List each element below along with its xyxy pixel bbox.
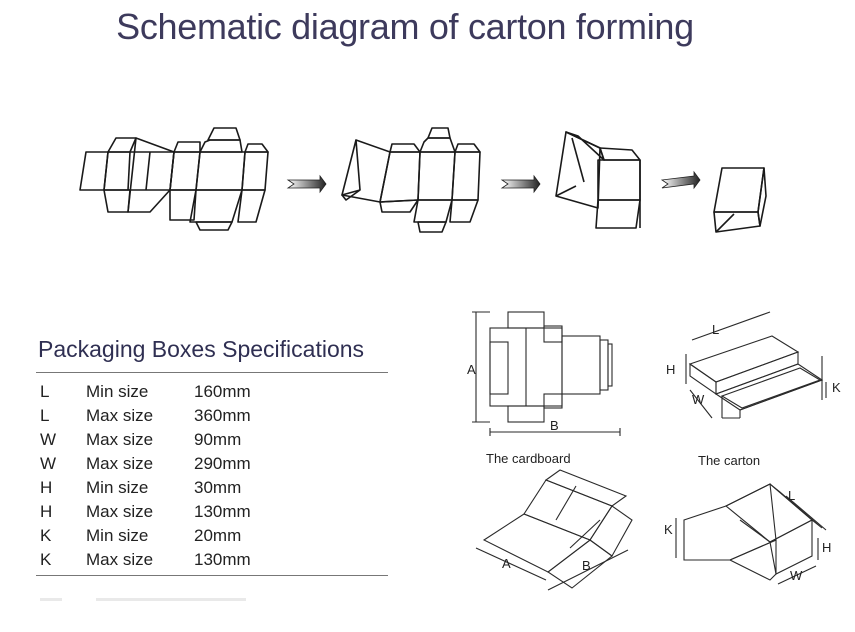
carton-perspective-diagram bbox=[675, 483, 827, 585]
page-title: Schematic diagram of carton forming bbox=[116, 6, 694, 47]
faded-reflection bbox=[40, 598, 246, 601]
spec-row: W Max size 90mm bbox=[40, 428, 251, 452]
specs-divider-bottom bbox=[36, 575, 388, 576]
dim-label-W: W bbox=[692, 392, 705, 407]
spec-kind: Max size bbox=[86, 454, 154, 473]
spec-row: K Min size 20mm bbox=[40, 524, 251, 548]
dim-label-K-lower: K bbox=[664, 522, 673, 537]
spec-value: 290mm bbox=[194, 454, 251, 473]
dim-label-H-lower: H bbox=[822, 540, 832, 555]
spec-value: 90mm bbox=[194, 430, 242, 449]
spec-row: W Max size 290mm bbox=[40, 452, 251, 476]
forming-step-1-blank bbox=[79, 127, 269, 231]
spec-dim: H bbox=[40, 478, 53, 497]
spec-dim: K bbox=[40, 526, 52, 545]
dim-label-L-lower: L bbox=[788, 488, 796, 503]
spec-kind: Max size bbox=[86, 502, 154, 521]
spec-row: K Max size 130mm bbox=[40, 548, 251, 572]
spec-kind: Min size bbox=[86, 526, 149, 545]
spec-row: H Max size 130mm bbox=[40, 500, 251, 524]
spec-kind: Min size bbox=[86, 478, 149, 497]
spec-dim: H bbox=[40, 502, 53, 521]
spec-value: 30mm bbox=[194, 478, 242, 497]
dim-label-W-lower: W bbox=[790, 568, 803, 583]
spec-row: L Min size 160mm bbox=[40, 380, 251, 404]
spec-dim: K bbox=[40, 550, 52, 569]
arrow-icon-1 bbox=[286, 174, 327, 194]
dim-label-A: A bbox=[467, 362, 476, 377]
arrow-icon-3 bbox=[660, 170, 701, 190]
dim-label-A-lower: A bbox=[502, 556, 511, 571]
caption-carton: The carton bbox=[698, 453, 761, 468]
spec-value: 160mm bbox=[194, 382, 251, 401]
spec-dim: L bbox=[40, 406, 50, 425]
specs-heading: Packaging Boxes Specifications bbox=[38, 336, 365, 362]
arrow-icon-2 bbox=[500, 174, 541, 194]
spec-kind: Max size bbox=[86, 406, 154, 425]
spec-dim: W bbox=[40, 454, 57, 473]
specs-divider-top bbox=[36, 372, 388, 373]
dim-label-L: L bbox=[712, 322, 720, 337]
spec-kind: Min size bbox=[86, 382, 149, 401]
forming-step-2 bbox=[341, 127, 481, 233]
spec-dim: L bbox=[40, 382, 50, 401]
forming-step-4-carton bbox=[713, 167, 767, 233]
spec-dim: W bbox=[40, 430, 57, 449]
spec-value: 360mm bbox=[194, 406, 251, 425]
dim-label-B: B bbox=[550, 418, 559, 433]
cardboard-perspective-diagram bbox=[475, 469, 633, 591]
spec-value: 20mm bbox=[194, 526, 242, 545]
spec-value: 130mm bbox=[194, 550, 251, 569]
dim-label-B-lower: B bbox=[582, 558, 591, 573]
spec-kind: Max size bbox=[86, 430, 154, 449]
dim-label-H: H bbox=[666, 362, 676, 377]
caption-cardboard: The cardboard bbox=[486, 451, 571, 466]
dim-label-K: K bbox=[832, 380, 841, 395]
spec-row: H Min size 30mm bbox=[40, 476, 251, 500]
spec-kind: Max size bbox=[86, 550, 154, 569]
spec-value: 130mm bbox=[194, 502, 251, 521]
spec-row: L Max size 360mm bbox=[40, 404, 251, 428]
forming-step-3 bbox=[555, 131, 641, 229]
cardboard-flat-diagram bbox=[472, 311, 621, 436]
carton-tray-diagram bbox=[685, 311, 827, 419]
